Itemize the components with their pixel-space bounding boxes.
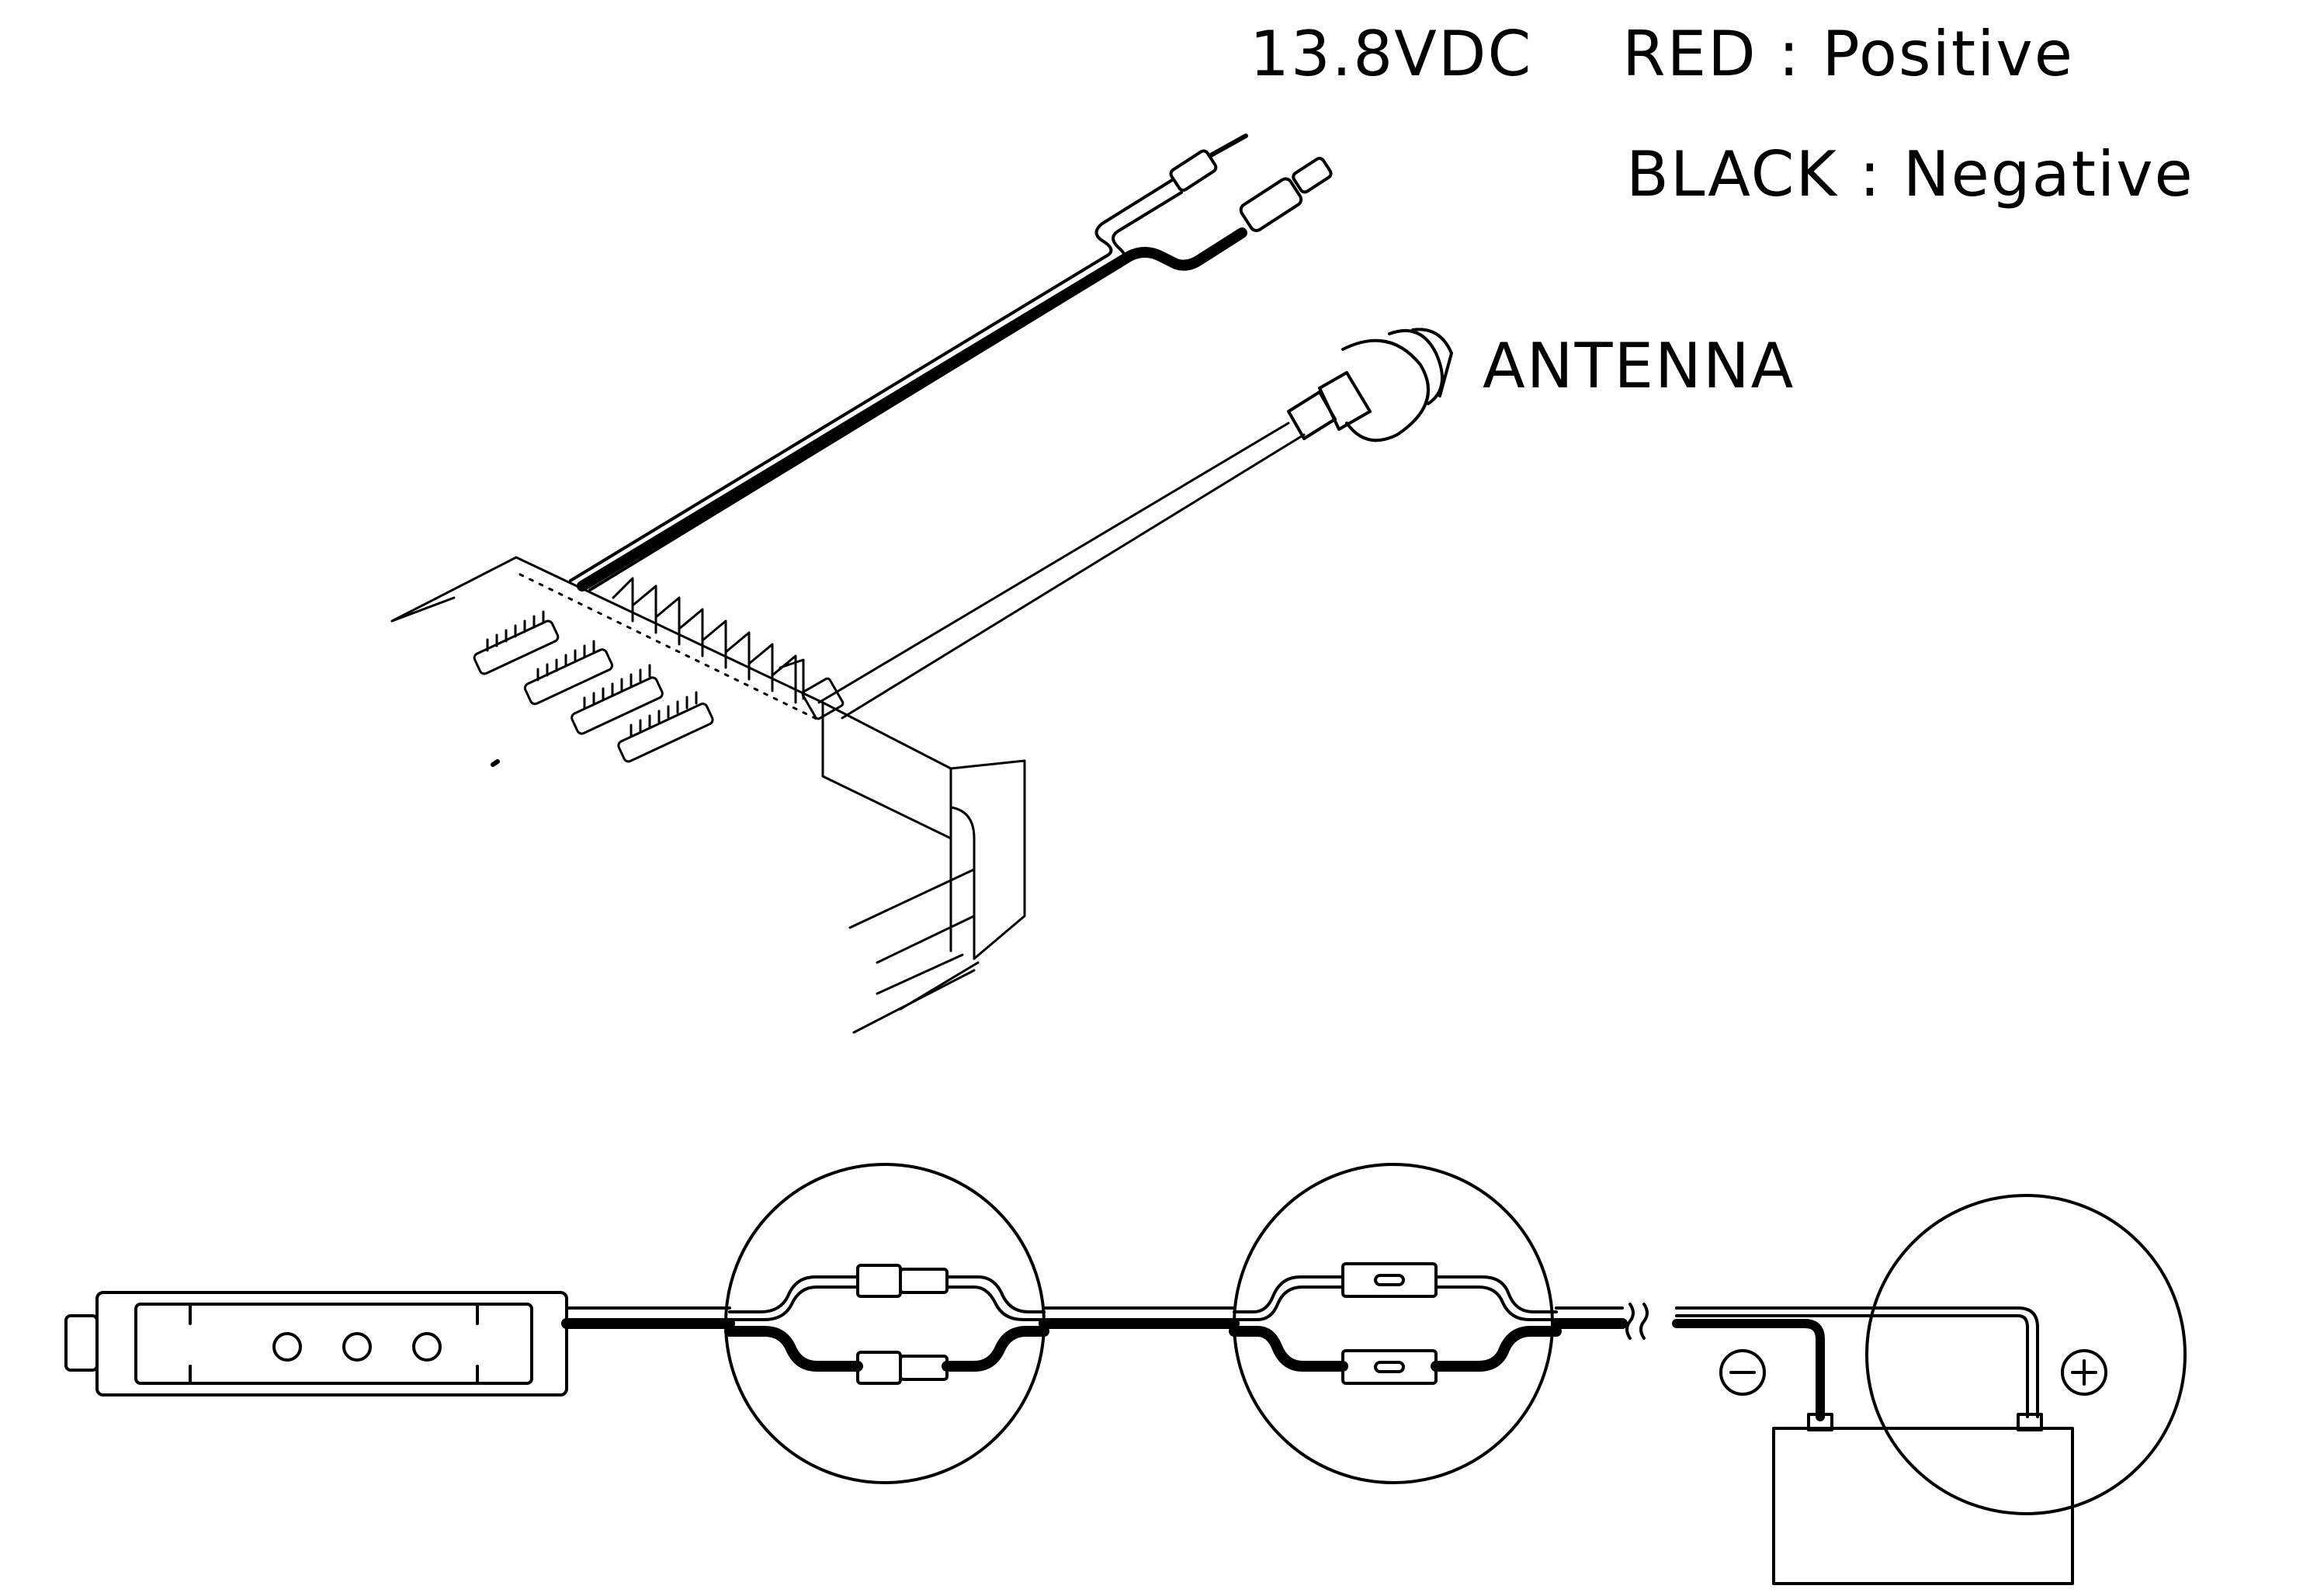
vent-row-1 <box>473 610 560 675</box>
antenna-connector <box>1287 328 1453 442</box>
wavy-break-icon <box>1625 1303 1649 1340</box>
fuse-detail-circle <box>1229 1163 1562 1484</box>
plug-dot-1 <box>272 1332 302 1362</box>
radio-unit <box>390 556 1026 1034</box>
dc-cable-red <box>565 1306 2039 1418</box>
dc-cable <box>561 1318 1825 1421</box>
vent-grilles <box>473 610 714 763</box>
red-positive-label: RED : Positive <box>1622 18 2074 90</box>
voltage-label: 13.8VDC <box>1250 18 1533 90</box>
black-negative-label: BLACK : Negative <box>1626 138 2194 210</box>
circled-minus-icon <box>1719 1349 1766 1396</box>
antenna-label: ANTENNA <box>1483 330 1795 402</box>
heat-sink <box>612 577 805 704</box>
connector-detail-circle <box>724 1163 1049 1484</box>
fuse-holder-black <box>1341 1349 1438 1385</box>
positive-lead-plug <box>1169 134 1248 192</box>
vent-row-4 <box>617 691 714 763</box>
panel-mark <box>491 759 500 767</box>
terminal-detail-circle <box>1865 1194 2187 1515</box>
negative-lead-plug <box>1239 157 1333 233</box>
plug-dot-2 <box>342 1332 372 1362</box>
fuse-holder-red <box>1341 1262 1438 1298</box>
circled-plus-icon <box>2061 1349 2107 1396</box>
battery <box>1772 1413 2074 1585</box>
plug-dot-3 <box>412 1332 442 1362</box>
vent-row-3 <box>571 664 664 735</box>
power-cable <box>569 134 1333 592</box>
vent-row-2 <box>523 640 614 706</box>
antenna-cable <box>801 328 1453 720</box>
cigarette-lighter-plug <box>64 1291 568 1396</box>
